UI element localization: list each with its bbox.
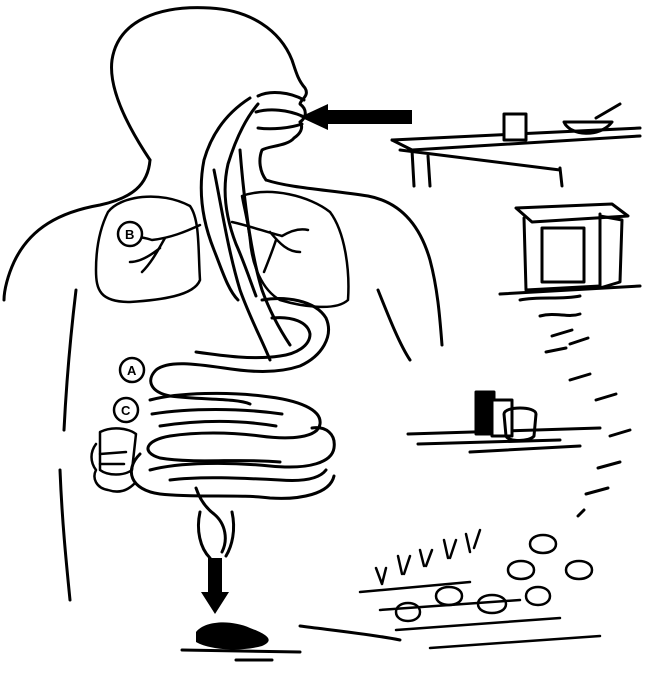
latrine-door bbox=[542, 228, 584, 282]
right-lung bbox=[242, 192, 348, 307]
table-cup bbox=[504, 114, 526, 140]
oral-cavity bbox=[256, 93, 304, 129]
stage-labels: A B C bbox=[114, 227, 144, 422]
sprouts-row-1 bbox=[376, 530, 480, 584]
small-intestine-loop-2 bbox=[152, 410, 282, 427]
cabbages bbox=[396, 535, 592, 621]
human-figure bbox=[4, 8, 442, 600]
stomach bbox=[151, 299, 329, 404]
arrow-exit-shaft bbox=[208, 558, 222, 594]
label-a: A bbox=[127, 363, 137, 378]
arrow-exit-head bbox=[201, 592, 229, 614]
label-b: B bbox=[125, 227, 134, 242]
hand-with-cup bbox=[92, 428, 137, 491]
hand bbox=[92, 444, 135, 492]
table-scene bbox=[392, 104, 640, 186]
container-middle bbox=[492, 400, 512, 436]
path-marks bbox=[540, 314, 630, 516]
left-lung bbox=[96, 197, 200, 302]
arrow-into-mouth-shaft bbox=[322, 110, 412, 124]
waste-pile bbox=[196, 622, 269, 649]
dirt-path bbox=[540, 314, 630, 516]
label-c: C bbox=[121, 403, 131, 418]
colon-lower bbox=[198, 512, 233, 558]
right-arm-outline bbox=[378, 290, 410, 360]
left-lower-outline bbox=[60, 470, 70, 600]
left-arm-outline bbox=[64, 290, 76, 430]
stomach-outline bbox=[151, 299, 329, 404]
ground-waste bbox=[182, 622, 400, 660]
small-intestine-loop-1 bbox=[148, 393, 320, 462]
vegetable-garden bbox=[360, 530, 600, 648]
intestines bbox=[131, 393, 334, 558]
latrine bbox=[500, 204, 640, 300]
water-containers bbox=[408, 392, 600, 452]
